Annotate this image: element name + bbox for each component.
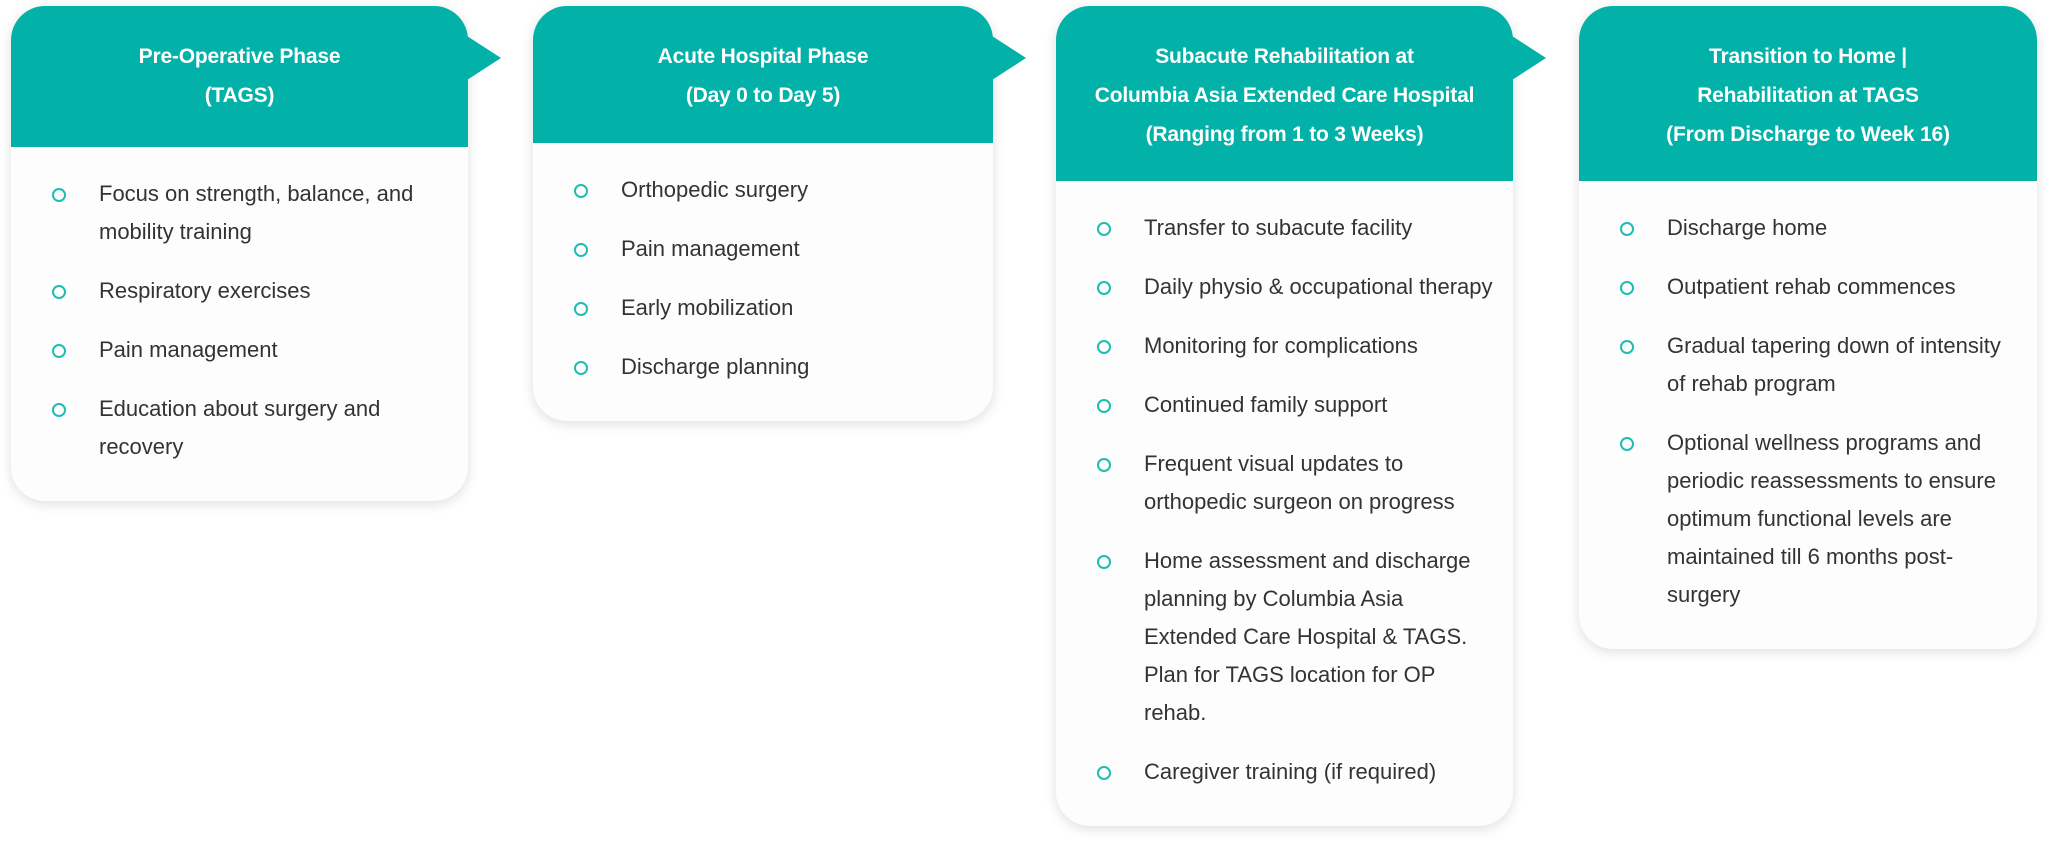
phase-title-line: Rehabilitation at TAGS bbox=[1697, 84, 1919, 107]
list-item: Focus on strength, balance, and mobility… bbox=[11, 175, 448, 251]
item-text: Frequent visual updates to orthopedic su… bbox=[1144, 451, 1455, 514]
item-text: Orthopedic surgery bbox=[621, 177, 809, 202]
phase-title-line: (Day 0 to Day 5) bbox=[685, 84, 841, 107]
phase-title-line: (TAGS) bbox=[204, 84, 275, 107]
list-item: Daily physio & occupational therapy bbox=[1056, 268, 1493, 306]
item-text: Transfer to subacute facility bbox=[1144, 215, 1413, 240]
arrow-right-icon bbox=[467, 36, 501, 80]
phase-title-line: Pre-Operative Phase bbox=[138, 45, 341, 68]
list-item: Education about surgery and recovery bbox=[11, 390, 448, 466]
phase-header: Transition to Home | Rehabilitation at TA… bbox=[1579, 6, 2037, 181]
phase-title-line: (From Discharge to Week 16) bbox=[1666, 123, 1950, 146]
circle-bullet-icon bbox=[1097, 340, 1111, 354]
list-item: Transfer to subacute facility bbox=[1056, 209, 1493, 247]
circle-bullet-icon bbox=[52, 188, 66, 202]
circle-bullet-icon bbox=[574, 243, 588, 257]
circle-bullet-icon bbox=[52, 285, 66, 299]
phase-header: Subacute Rehabilitation at Columbia Asia … bbox=[1056, 6, 1546, 181]
list-item: Pain management bbox=[11, 331, 448, 369]
arrow-right-icon bbox=[992, 36, 1026, 80]
phase-items: Focus on strength, balance, and mobility… bbox=[11, 147, 468, 501]
item-text: Discharge planning bbox=[621, 354, 810, 379]
circle-bullet-icon bbox=[1097, 766, 1111, 780]
phase-title-line: Subacute Rehabilitation at bbox=[1155, 45, 1414, 68]
circle-bullet-icon bbox=[1097, 281, 1111, 295]
list-item: Home assessment and discharge planning b… bbox=[1056, 542, 1493, 732]
item-text: Caregiver training (if required) bbox=[1144, 759, 1437, 784]
item-text: Continued family support bbox=[1144, 392, 1388, 417]
item-text: Focus on strength, balance, and mobility… bbox=[99, 181, 414, 244]
item-text: Optional wellness programs and periodic … bbox=[1667, 430, 1996, 607]
item-text: Respiratory exercises bbox=[99, 278, 311, 303]
list-item: Discharge planning bbox=[533, 348, 973, 386]
item-text: Home assessment and discharge planning b… bbox=[1144, 548, 1471, 725]
phase-title-line: Columbia Asia Extended Care Hospital bbox=[1094, 84, 1475, 107]
circle-bullet-icon bbox=[52, 403, 66, 417]
list-item: Continued family support bbox=[1056, 386, 1493, 424]
item-text: Pain management bbox=[99, 337, 278, 362]
circle-bullet-icon bbox=[1097, 458, 1111, 472]
list-item: Caregiver training (if required) bbox=[1056, 753, 1493, 791]
item-text: Daily physio & occupational therapy bbox=[1144, 274, 1493, 299]
list-item: Optional wellness programs and periodic … bbox=[1579, 424, 2017, 614]
circle-bullet-icon bbox=[52, 344, 66, 358]
circle-bullet-icon bbox=[1620, 340, 1634, 354]
item-text: Gradual tapering down of intensity of re… bbox=[1667, 333, 2001, 396]
list-item: Outpatient rehab commences bbox=[1579, 268, 2017, 306]
item-text: Outpatient rehab commences bbox=[1667, 274, 1956, 299]
circle-bullet-icon bbox=[1097, 399, 1111, 413]
list-item: Orthopedic surgery bbox=[533, 171, 973, 209]
list-item: Pain management bbox=[533, 230, 973, 268]
arrow-right-icon bbox=[1512, 36, 1546, 80]
list-item: Respiratory exercises bbox=[11, 272, 448, 310]
phase-title-line: Acute Hospital Phase bbox=[657, 45, 869, 68]
list-item: Early mobilization bbox=[533, 289, 973, 327]
list-item: Gradual tapering down of intensity of re… bbox=[1579, 327, 2017, 403]
item-text: Early mobilization bbox=[621, 295, 794, 320]
phase-header: Pre-Operative Phase (TAGS) bbox=[11, 6, 501, 147]
circle-bullet-icon bbox=[1097, 555, 1111, 569]
circle-bullet-icon bbox=[1620, 222, 1634, 236]
item-text: Discharge home bbox=[1667, 215, 1828, 240]
circle-bullet-icon bbox=[574, 184, 588, 198]
list-item: Monitoring for complications bbox=[1056, 327, 1493, 365]
circle-bullet-icon bbox=[574, 302, 588, 316]
circle-bullet-icon bbox=[1097, 222, 1111, 236]
phase-card: Acute Hospital Phase (Day 0 to Day 5) Orth… bbox=[533, 6, 1026, 421]
item-text: Monitoring for complications bbox=[1144, 333, 1418, 358]
circle-bullet-icon bbox=[1620, 437, 1634, 451]
phase-title-line: (Ranging from 1 to 3 Weeks) bbox=[1145, 123, 1424, 146]
phase-title-line: Transition to Home | bbox=[1709, 45, 1907, 68]
phase-card: Subacute Rehabilitation at Columbia Asia … bbox=[1056, 6, 1546, 826]
list-item: Frequent visual updates to orthopedic su… bbox=[1056, 445, 1493, 521]
circle-bullet-icon bbox=[1620, 281, 1634, 295]
phase-card: Transition to Home | Rehabilitation at TA… bbox=[1579, 6, 2037, 649]
circle-bullet-icon bbox=[574, 361, 588, 375]
list-item: Discharge home bbox=[1579, 209, 2017, 247]
phase-card: Pre-Operative Phase (TAGS) Focus on streng… bbox=[11, 6, 501, 501]
item-text: Pain management bbox=[621, 236, 800, 261]
phase-header: Acute Hospital Phase (Day 0 to Day 5) bbox=[533, 6, 1026, 143]
item-text: Education about surgery and recovery bbox=[99, 396, 381, 459]
